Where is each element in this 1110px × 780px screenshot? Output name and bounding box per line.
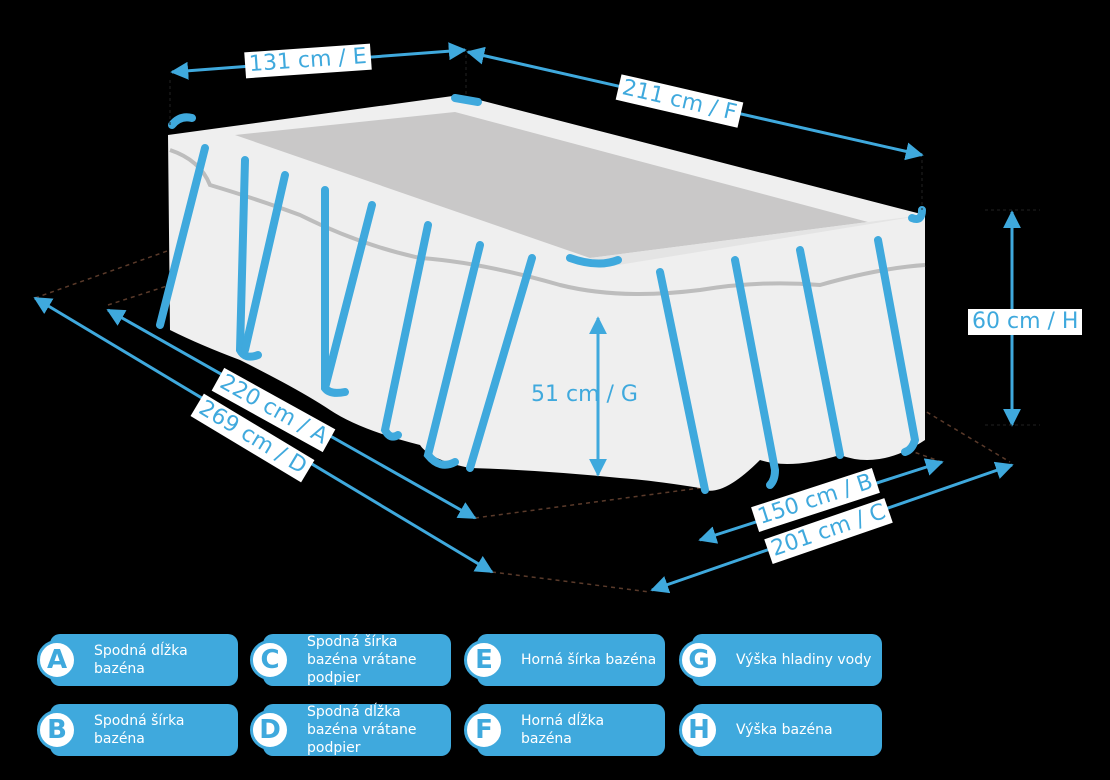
legend-badge-d: D: [250, 710, 290, 750]
legend-item-a: Spodná dĺžka bazéna: [50, 634, 238, 686]
legend-text: Výška bazéna: [736, 722, 833, 738]
dimension-label-g: 51 cm / G: [531, 382, 638, 407]
legend-item-d: Spodná dĺžka bazéna vrátane podpier: [263, 704, 451, 756]
legend-text: Horná šírka bazéna: [521, 652, 657, 668]
legend-text: Spodná šírka bazéna: [94, 713, 185, 747]
pool-water: [235, 112, 868, 258]
legend-badge-e: E: [464, 640, 504, 680]
legend-item-b: Spodná šírka bazéna: [50, 704, 238, 756]
legend-text: Spodná dĺžka bazéna: [94, 643, 188, 677]
legend-badge-g: G: [679, 640, 719, 680]
legend-text: Spodná dĺžka bazéna vrátane podpier: [307, 704, 417, 756]
legend-badge-f: F: [464, 710, 504, 750]
pool-inner-wall: [590, 215, 925, 268]
legend-item-g: Výška hladiny vody: [692, 634, 882, 686]
legend-badge-c: C: [250, 640, 290, 680]
legend-item-c: Spodná šírka bazéna vrátane podpier: [263, 634, 451, 686]
legend-item-e: Horná šírka bazéna: [477, 634, 665, 686]
legend-badge-b: B: [37, 710, 77, 750]
legend-badge-a: A: [37, 640, 77, 680]
legend-text: Výška hladiny vody: [736, 652, 872, 668]
legend-text: Horná dĺžka bazéna: [521, 713, 605, 747]
top-rail-corners: [168, 94, 926, 268]
guide-lines: [169, 55, 1040, 426]
legend-badge-h: H: [679, 710, 719, 750]
dimension-label-h: 60 cm / H: [968, 309, 1083, 335]
legend-text: Spodná šírka bazéna vrátane podpier: [307, 634, 417, 686]
legend-item-f: Horná dĺžka bazéna: [477, 704, 665, 756]
legend-item-h: Výška bazéna: [692, 704, 882, 756]
ground-outline: [34, 249, 1011, 593]
